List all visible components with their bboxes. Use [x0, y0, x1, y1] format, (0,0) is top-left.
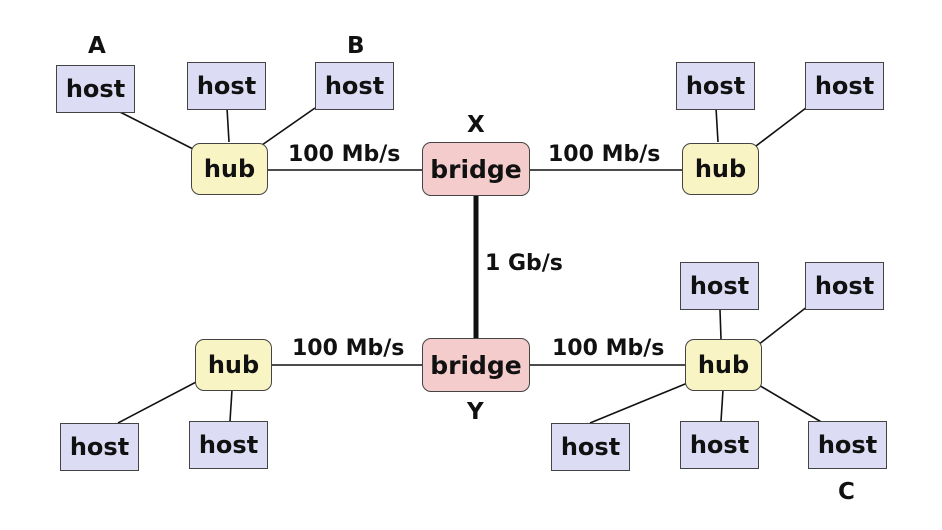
- link-hub-host-c: [756, 383, 824, 424]
- link-label-bottom-right: 100 Mb/s: [552, 336, 665, 361]
- link-host-tr2-hub: [755, 107, 807, 147]
- host-a: host: [56, 65, 135, 113]
- link-hub-host-bl2: [229, 389, 233, 422]
- hub-top-left: hub: [191, 143, 268, 195]
- hub-bottom-left: hub: [195, 339, 272, 391]
- host-c: host: [808, 421, 887, 469]
- link-host-b1-hub: [226, 107, 230, 143]
- hub-bottom-right: hub: [685, 339, 762, 391]
- link-label-top-left: 100 Mb/s: [288, 142, 401, 167]
- tag-y: Y: [467, 399, 484, 425]
- host-bottom-right-2: host: [805, 262, 884, 310]
- bridge-y: bridge: [422, 338, 530, 392]
- host-bottom-left-1: host: [60, 423, 139, 471]
- link-host-br2-hub: [757, 305, 809, 346]
- link-hub-host-bl1: [117, 380, 199, 424]
- link-host-br1-hub: [719, 309, 722, 340]
- host-bottom-right-1: host: [680, 262, 759, 310]
- link-host-b-hub: [261, 107, 316, 146]
- link-host-a-hub: [117, 110, 196, 151]
- bridge-x: bridge: [422, 142, 530, 196]
- link-label-bottom-left: 100 Mb/s: [292, 336, 405, 361]
- host-bottom-right-4: host: [680, 421, 759, 469]
- host-bottom-right-3: host: [551, 423, 630, 471]
- tag-b: B: [347, 33, 365, 59]
- host-top-right-1: host: [676, 62, 755, 110]
- host-b: host: [315, 62, 394, 110]
- link-hub-host-br3: [589, 381, 691, 424]
- tag-c: C: [838, 479, 855, 505]
- tag-a: A: [88, 33, 106, 59]
- link-label-backbone: 1 Gb/s: [485, 251, 563, 276]
- link-label-top-right: 100 Mb/s: [548, 142, 661, 167]
- hub-top-right: hub: [682, 143, 759, 195]
- tag-x: X: [467, 112, 485, 138]
- host-bottom-left-2: host: [189, 421, 268, 469]
- host-b1: host: [187, 62, 266, 110]
- link-host-tr1-hub: [715, 107, 719, 143]
- link-hub-host-br4: [720, 389, 724, 422]
- host-top-right-2: host: [805, 62, 884, 110]
